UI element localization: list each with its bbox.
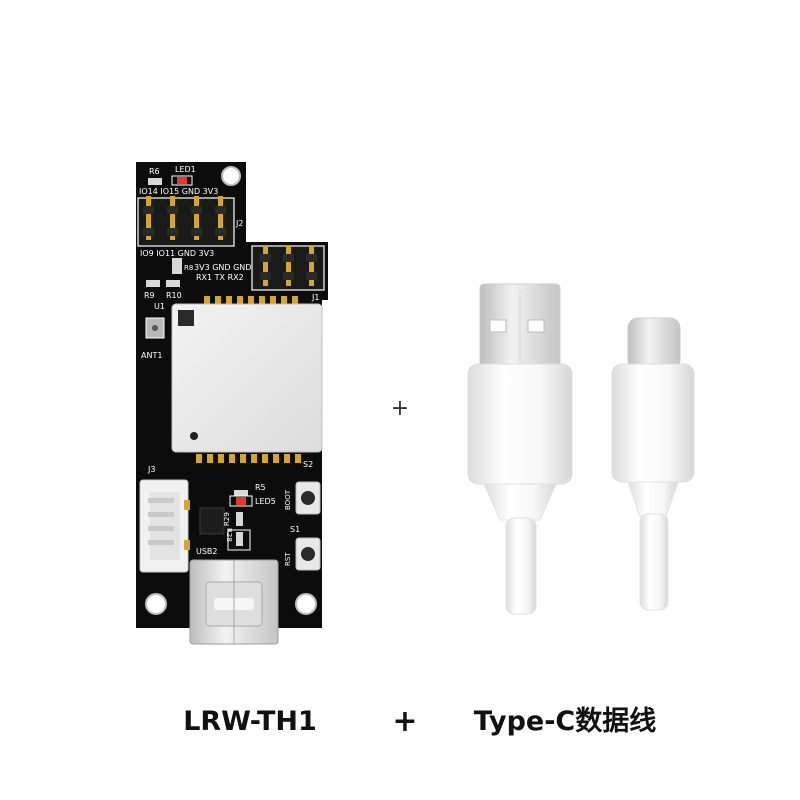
usb-c-receptacle [189,559,279,645]
svg-text:R5: R5 [255,483,266,492]
svg-text:LED1: LED1 [175,165,196,174]
svg-text:R6: R6 [149,167,160,176]
rst-button-s1 [295,537,321,571]
svg-text:S2: S2 [303,460,313,469]
resistor-r9 [146,280,160,287]
svg-text:S1: S1 [290,525,300,534]
pcb-board [136,162,328,645]
svg-text:J3: J3 [147,465,155,474]
svg-text:ANT1: ANT1 [141,351,162,360]
resistor-r29 [236,532,243,546]
boot-button-s2 [295,481,321,515]
svg-text:R9: R9 [144,291,155,300]
module-bottom-pads [196,454,301,463]
resistor-r28 [236,512,243,526]
svg-text:J1: J1 [311,293,319,302]
module-top-pads [204,296,298,304]
connector-j3 [139,479,190,573]
svg-text:BOOT: BOOT [284,489,292,510]
svg-text:J2: J2 [235,219,243,228]
svg-text:R10: R10 [166,291,182,300]
resistor-r8 [172,258,182,274]
mounting-hole-bottom-left [146,594,166,614]
svg-text:3V3 GND GND: 3V3 GND GND [194,263,251,272]
svg-text:R8: R8 [184,264,193,272]
svg-text:RST: RST [284,552,292,566]
svg-text:RX1 TX RX2: RX1 TX RX2 [196,273,244,282]
led5 [229,495,253,507]
led1 [171,175,193,186]
cable-name-caption: Type-C数据线 [473,706,657,737]
mounting-hole-bottom-right [296,594,316,614]
svg-text:R28: R28 [225,528,233,542]
middle-plus-sign: + [390,396,410,421]
pin-header-j1 [251,245,325,291]
caption-plus-sign: + [392,704,418,739]
resistor-r5 [234,490,248,496]
board-name-caption: LRW-TH1 [183,706,317,737]
resistor-r6 [148,178,162,185]
usb-chip [199,507,225,535]
svg-text:IO14 IO15 GND 3V3: IO14 IO15 GND 3V3 [139,187,218,196]
resistor-r10 [166,280,180,287]
svg-text:IO9 IO11 GND 3V3: IO9 IO11 GND 3V3 [140,249,214,258]
wireless-module-u1 [171,303,323,453]
svg-text:USB2: USB2 [196,547,218,556]
svg-text:LED5: LED5 [255,497,276,506]
pin-header-j2 [137,196,235,247]
svg-text:R29: R29 [223,512,231,526]
usb-c-cable-end [611,317,695,611]
silkscreen-labels: R6 LED1 IO14 IO15 GND 3V3 J2 IO9 IO11 GN… [139,165,319,566]
usb-a-cable-end [467,283,573,615]
svg-text:U1: U1 [154,302,165,311]
mounting-hole-top [222,167,240,185]
